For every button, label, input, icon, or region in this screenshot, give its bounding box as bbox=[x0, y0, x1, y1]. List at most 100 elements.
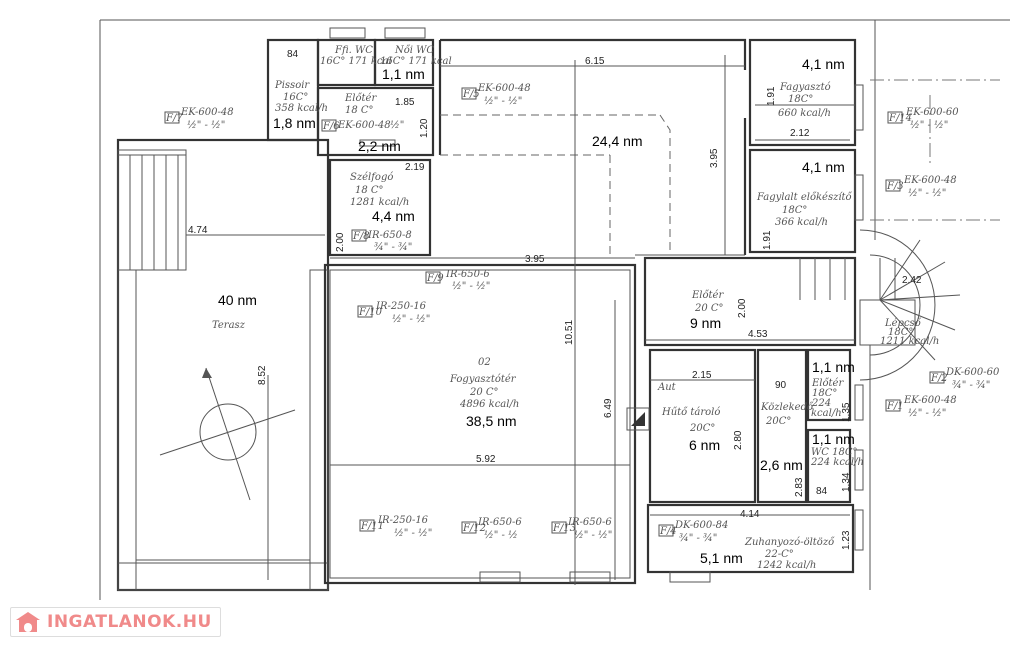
svg-text:F/14: F/14 bbox=[888, 113, 912, 124]
room-name: Előtér bbox=[691, 290, 724, 301]
dimensions: 84 1.85 1.20 2.19 2.00 4.74 6.15 1.91 2.… bbox=[188, 49, 922, 550]
room-temp: 20C° bbox=[765, 416, 791, 427]
area-eloter03: 9 nm bbox=[690, 315, 721, 331]
area-fagylalt: 4,1 nm bbox=[802, 159, 845, 175]
dimension: 1.85 bbox=[395, 97, 415, 108]
svg-text:EK-600-60: EK-600-60 bbox=[905, 107, 959, 118]
logo-text: INGATLANOK.HU bbox=[47, 612, 212, 632]
room-heat: 366 kcal/h bbox=[775, 217, 828, 228]
svg-text:DK-600-60: DK-600-60 bbox=[945, 367, 1000, 378]
svg-text:½" - ½": ½" - ½" bbox=[484, 96, 522, 107]
room-temp: 22-C° bbox=[764, 549, 794, 560]
radiator-tag: F/1EK-600-48½" - ½" bbox=[885, 395, 957, 419]
dimension: 1.91 bbox=[762, 230, 773, 250]
svg-text:IR-650-6: IR-650-6 bbox=[567, 517, 612, 528]
dimension: 2.00 bbox=[335, 232, 346, 252]
radiator-tag: F/8IR-650-8¾" - ¾" bbox=[351, 229, 412, 253]
svg-text:½" - ½": ½" - ½" bbox=[908, 188, 946, 199]
svg-text:IR-250-16: IR-250-16 bbox=[375, 301, 427, 312]
dimension: 5.92 bbox=[476, 454, 496, 465]
svg-text:F/4: F/4 bbox=[659, 526, 677, 537]
room-name: Előtér bbox=[811, 378, 844, 389]
dimension: 2.19 bbox=[405, 162, 425, 173]
dimension: 4.74 bbox=[188, 225, 208, 236]
room-temp: 18C° bbox=[812, 388, 837, 399]
svg-text:½" - ½": ½" - ½" bbox=[452, 281, 490, 292]
svg-text:F/13: F/13 bbox=[552, 523, 576, 534]
room-name: Előtér bbox=[344, 93, 377, 104]
room-name: Ffi. WC bbox=[334, 45, 373, 56]
room-terasz: Terasz bbox=[212, 320, 246, 331]
dimension: 3.95 bbox=[525, 254, 545, 265]
room-heat: 1211 kcal/h bbox=[880, 336, 939, 347]
room-heat: 224 bbox=[811, 398, 831, 409]
svg-text:F/8: F/8 bbox=[352, 231, 370, 242]
dimension: 90 bbox=[775, 380, 787, 391]
dimension: 2.42 bbox=[902, 275, 922, 286]
svg-text:½" - ½": ½" - ½" bbox=[392, 314, 430, 325]
svg-text:IR-650-6: IR-650-6 bbox=[445, 269, 490, 280]
area-noi-wc: 1,1 nm bbox=[382, 66, 425, 82]
dimension: 84 bbox=[287, 49, 299, 60]
room-temp: 18 C° bbox=[355, 185, 384, 196]
room-number: 02 bbox=[478, 357, 491, 368]
dimension: 84 bbox=[816, 486, 828, 497]
dimension: 6.15 bbox=[585, 56, 605, 67]
svg-text:F/2: F/2 bbox=[930, 373, 948, 384]
svg-text:F/6: F/6 bbox=[322, 121, 340, 132]
area-zuhanyozo: 5,1 nm bbox=[700, 550, 743, 566]
ingatlanok-logo[interactable]: INGATLANOK.HU bbox=[10, 607, 221, 637]
house-icon bbox=[15, 611, 41, 633]
svg-text:F/10: F/10 bbox=[358, 307, 383, 318]
area-kozlekedo: 2,6 nm bbox=[760, 457, 803, 473]
walls bbox=[99, 19, 1010, 600]
room-heat: 16C° 171 kcal bbox=[380, 56, 452, 67]
room-heat: 1242 kcal/h bbox=[757, 560, 816, 571]
room-heat-unit: kcal/h bbox=[811, 408, 842, 419]
svg-text:F/3: F/3 bbox=[886, 181, 904, 192]
dimension: 4.14 bbox=[740, 509, 760, 520]
radiator-tag: F/3EK-600-48½" - ½" bbox=[885, 175, 957, 199]
svg-text:F/1: F/1 bbox=[886, 401, 904, 412]
svg-text:½" - ½": ½" - ½" bbox=[574, 530, 612, 541]
room-name: WC 18C° bbox=[811, 447, 857, 458]
room-temp: 20 C° bbox=[694, 303, 724, 314]
svg-text:F/7: F/7 bbox=[165, 113, 183, 124]
area-eloter08: 1,1 nm bbox=[812, 359, 855, 375]
svg-text:IR-250-16: IR-250-16 bbox=[377, 515, 429, 526]
room-name: Szélfogó bbox=[350, 172, 393, 183]
room-name: Fogyasztótér bbox=[449, 374, 517, 385]
room-name: Zuhanyozó-öltöző bbox=[744, 537, 835, 548]
room-labels: Terasz 02 Fogyasztótér 20 C° 4896 kcal/h… bbox=[212, 45, 939, 571]
svg-text:½" - ½": ½" - ½" bbox=[910, 120, 948, 131]
svg-text:EK-600-48: EK-600-48 bbox=[477, 83, 531, 94]
svg-text:IR-650-8: IR-650-8 bbox=[367, 230, 412, 241]
room-name: Fagylalt előkészítő bbox=[756, 192, 853, 203]
radiator-tag: F/7EK-600-48½" - ½" bbox=[164, 107, 234, 131]
area-fogyaszto: 38,5 nm bbox=[466, 413, 517, 429]
dimension: 2.83 bbox=[794, 477, 805, 497]
svg-text:¾" - ¾": ¾" - ¾" bbox=[952, 380, 990, 391]
room-name: Hűtő tároló bbox=[661, 407, 720, 418]
svg-text:IR-650-6: IR-650-6 bbox=[477, 517, 522, 528]
room-heat: 660 kcal/h bbox=[778, 108, 831, 119]
room-heat: 16C° 171 kcal bbox=[320, 56, 392, 67]
area-fagyaszto: 4,1 nm bbox=[802, 56, 845, 72]
area-wc07: 1,1 nm bbox=[812, 431, 855, 447]
dimension: 1.91 bbox=[766, 86, 777, 106]
dimension: 6.49 bbox=[603, 398, 614, 418]
svg-text:½" - ½: ½" - ½ bbox=[484, 530, 518, 541]
area-fogyaszto-top: 24,4 nm bbox=[592, 133, 643, 149]
radiator-tags: F/7EK-600-48½" - ½" F/5EK-600-48½" - ½" … bbox=[164, 83, 1000, 544]
area-eloter02: 2,2 nm bbox=[358, 138, 401, 154]
dimension: 8.52 bbox=[257, 365, 268, 385]
dimension: 1.35 bbox=[841, 402, 852, 422]
room-heat: 358 kcal/h bbox=[275, 103, 328, 114]
dimension: 2.15 bbox=[692, 370, 712, 381]
dimension: 1.34 bbox=[841, 472, 852, 492]
room-name: Női WC bbox=[394, 45, 434, 56]
